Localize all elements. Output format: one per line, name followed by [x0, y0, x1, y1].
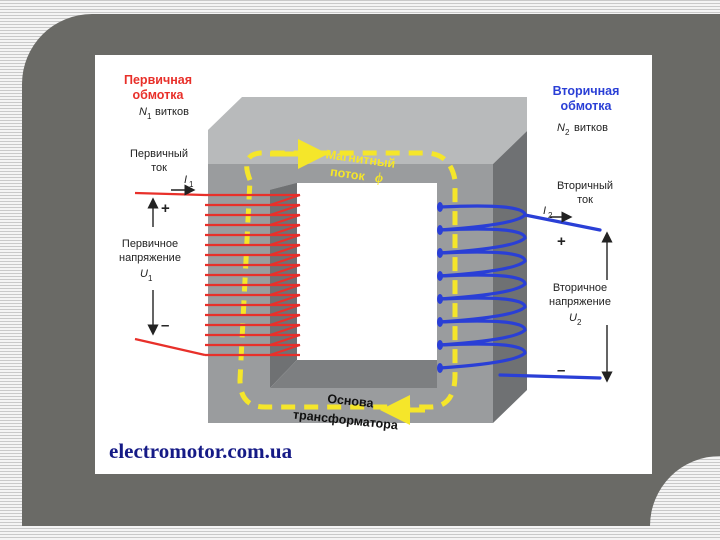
core-window-depth-bottom — [270, 360, 437, 388]
secondary-voltage-label-1: Вторичное — [553, 282, 607, 294]
secondary-current-label-1: Вторичный — [557, 180, 613, 192]
primary-coil — [134, 191, 301, 357]
primary-turns-sub: 1 — [147, 112, 152, 121]
flux-path — [237, 150, 458, 410]
secondary-current-symbol: I — [543, 205, 546, 217]
primary-voltage-sub: 1 — [148, 274, 153, 283]
secondary-winding-title-2: обмотка — [561, 99, 613, 113]
primary-turns-text: витков — [155, 106, 189, 118]
secondary-turns-symbol: N — [557, 122, 565, 134]
primary-voltage-label-2: напряжение — [119, 252, 181, 264]
secondary-winding-title-1: Вторичная — [553, 84, 620, 98]
primary-current-label-2: ток — [151, 162, 167, 174]
primary-voltage-symbol: U — [140, 268, 148, 280]
primary-turns-symbol: N — [139, 106, 147, 118]
primary-current-symbol: I — [184, 174, 187, 186]
core-front-face — [208, 164, 493, 423]
primary-voltage-minus: – — [161, 317, 169, 334]
watermark-text: electromotor.com.ua — [109, 439, 293, 463]
primary-winding-title-2: обмотка — [133, 88, 185, 102]
transformer-diagram: Первичная обмотка N 1 витков Первичный т… — [95, 55, 652, 474]
primary-voltage-plus: + — [161, 200, 170, 217]
secondary-voltage-sub: 2 — [577, 318, 582, 327]
secondary-voltage-symbol: U — [569, 312, 577, 324]
secondary-turns-sub: 2 — [565, 128, 570, 137]
secondary-turns-text: витков — [574, 122, 608, 134]
flux-symbol: ϕ — [375, 171, 383, 186]
secondary-current-sub: 2 — [548, 211, 553, 220]
slide-corner-cutout — [650, 456, 720, 526]
primary-current-label-1: Первичный — [130, 148, 188, 160]
secondary-coil — [438, 204, 602, 380]
primary-current-sub: 1 — [189, 180, 194, 189]
secondary-voltage-minus: – — [557, 362, 565, 379]
secondary-coil-ends — [437, 202, 443, 373]
secondary-voltage-label-2: напряжение — [549, 296, 611, 308]
core-window-opening — [297, 183, 437, 360]
secondary-current-label-2: ток — [577, 194, 593, 206]
core-top-face — [208, 97, 527, 164]
core-label-1: Основа — [327, 392, 376, 411]
secondary-voltage-plus: + — [557, 233, 566, 250]
transformer-svg: Первичная обмотка N 1 витков Первичный т… — [109, 73, 620, 463]
flux-label-2: поток — [329, 165, 366, 184]
primary-winding-title-1: Первичная — [124, 73, 192, 87]
primary-voltage-label-1: Первичное — [122, 238, 178, 250]
